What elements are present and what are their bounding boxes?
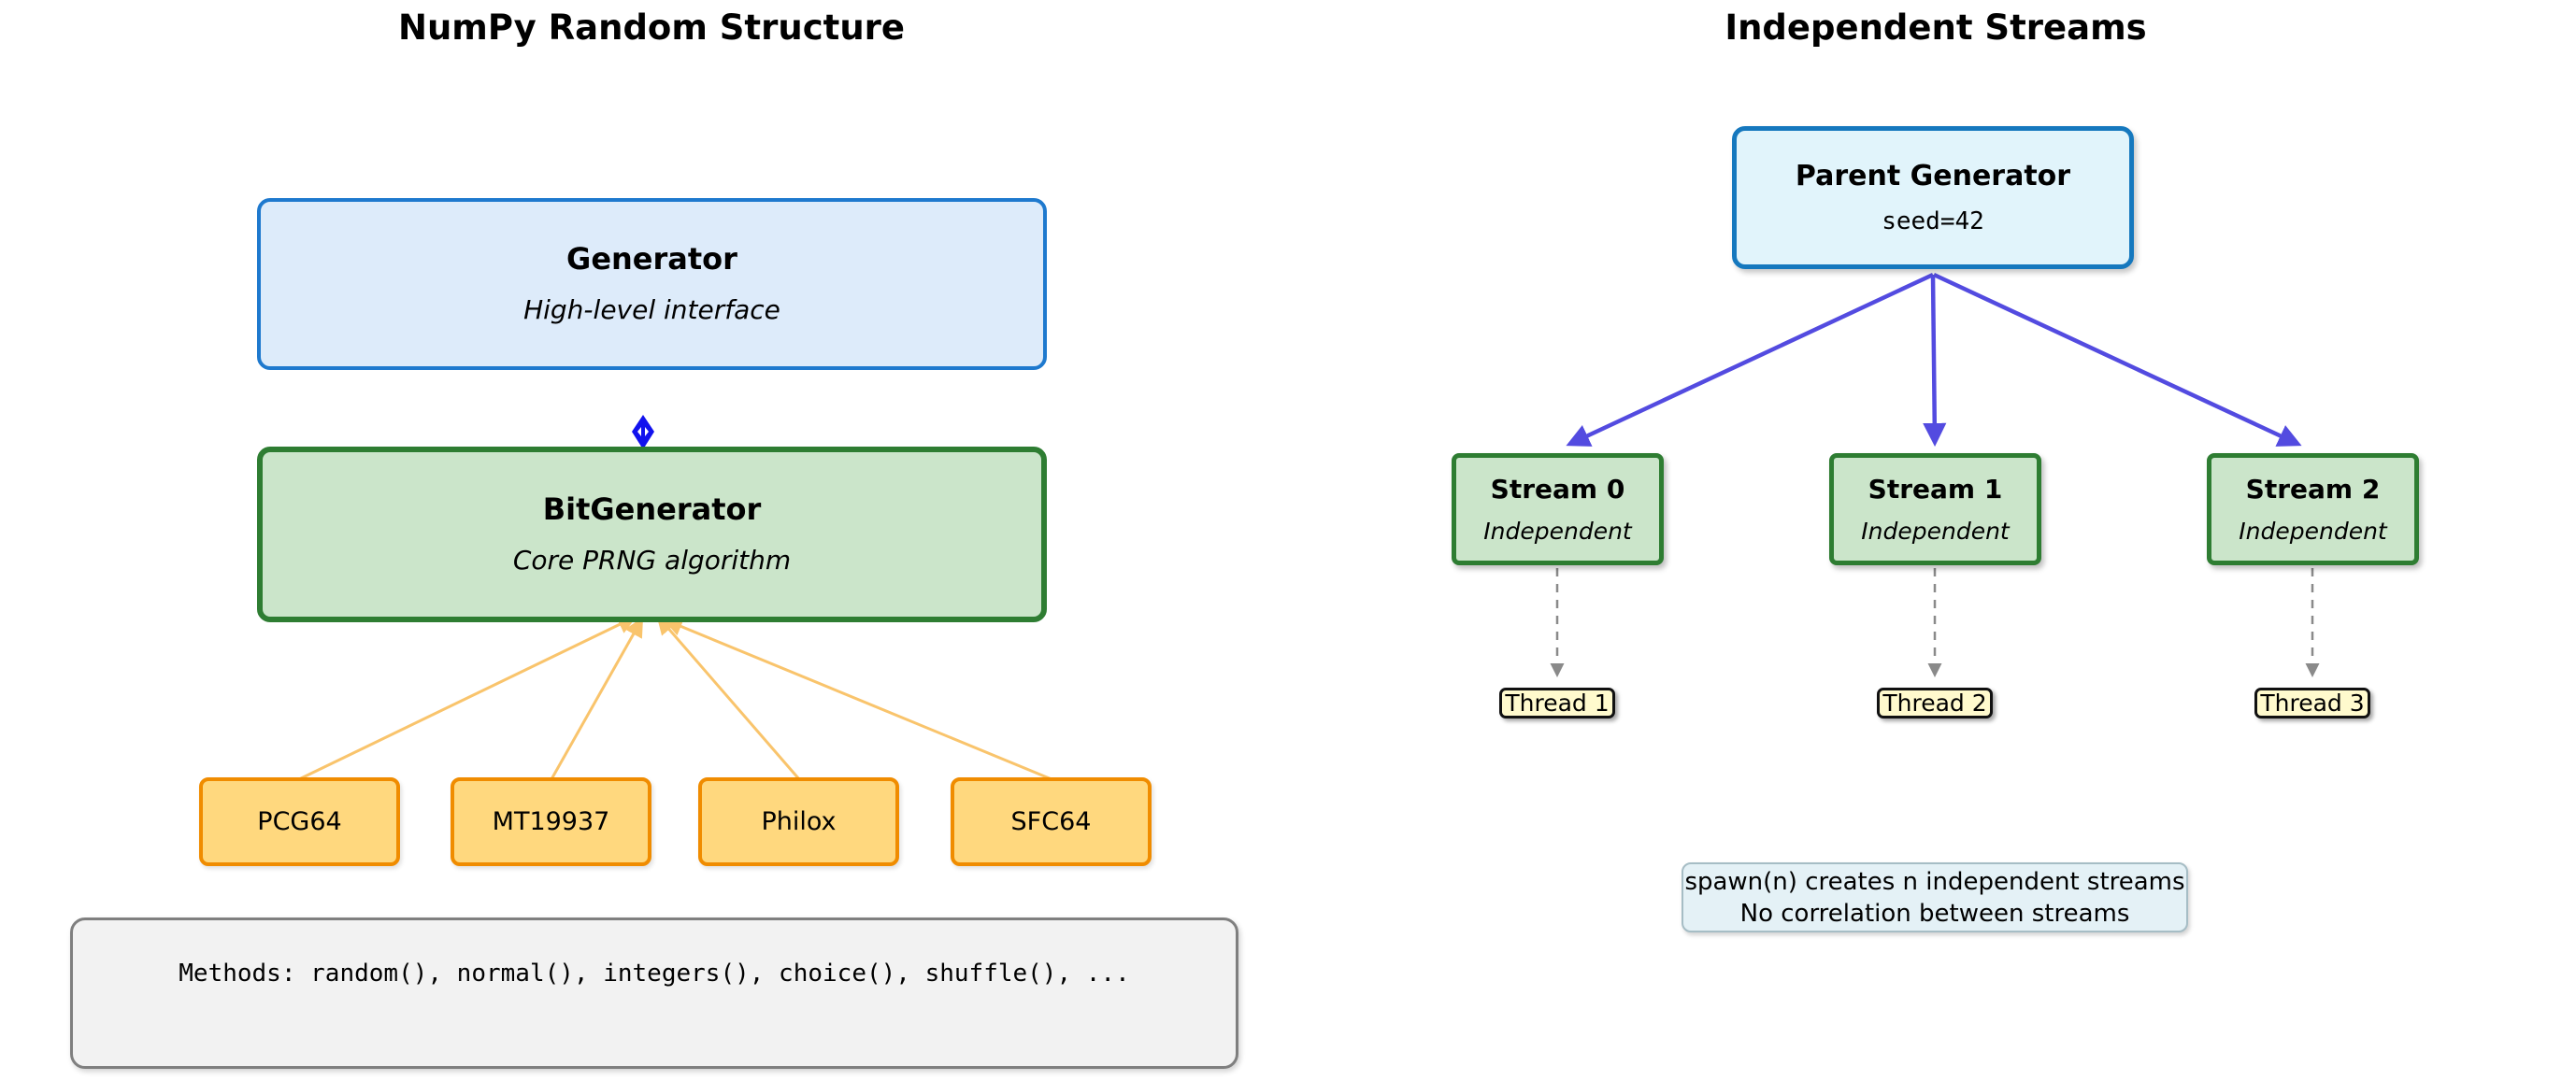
algorithm-label: SFC64 <box>1010 807 1092 836</box>
stream-subtitle: Independent <box>1483 518 1632 545</box>
parent-generator-title: Parent Generator <box>1795 160 2071 192</box>
thread-label-text: Thread 1 <box>1505 690 1610 717</box>
methods-text: Methods: random(), normal(), integers(),… <box>179 960 1130 988</box>
stream-subtitle: Independent <box>1861 518 2010 545</box>
parent-stream-arrows <box>1566 272 2302 448</box>
right-panel-title: Independent Streams <box>1724 7 2147 48</box>
connector-sfc64-icon <box>663 617 1052 781</box>
stream-box-0: Stream 0 Independent <box>1452 453 1664 565</box>
thread-label-text: Thread 3 <box>2260 690 2365 717</box>
bitgenerator-box: BitGenerator Core PRNG algorithm <box>257 447 1047 622</box>
connector-pcg64-icon <box>298 615 637 781</box>
parent-generator-box: Parent Generator seed=42 <box>1732 126 2134 269</box>
thread-label-3: Thread 3 <box>2254 688 2370 718</box>
algorithm-box-sfc64: SFC64 <box>951 777 1152 866</box>
connector-philox-icon <box>656 614 801 780</box>
stream-box-1: Stream 1 Independent <box>1829 453 2041 565</box>
thread-label-text: Thread 2 <box>1882 690 1987 717</box>
stream-thread-arrows <box>1550 568 2320 677</box>
thread-label-1: Thread 1 <box>1499 688 1615 718</box>
arrow-stream-0-icon <box>1566 272 1934 447</box>
stream-title: Stream 0 <box>1490 474 1625 505</box>
algorithm-box-philox: Philox <box>698 777 899 866</box>
stream-subtitle: Independent <box>2239 518 2387 545</box>
spawn-note-line1: spawn(n) creates n independent streams <box>1684 867 2185 896</box>
generator-box: Generator High-level interface <box>257 198 1047 370</box>
thread-label-2: Thread 2 <box>1877 688 1993 718</box>
algorithm-label: MT19937 <box>492 807 610 836</box>
algorithm-box-pcg64: PCG64 <box>199 777 400 866</box>
stream-title: Stream 2 <box>2245 474 2381 505</box>
algorithm-label: PCG64 <box>257 807 342 836</box>
arrow-stream-2-icon <box>1933 272 2302 447</box>
algorithm-label: Philox <box>761 807 837 836</box>
bitgenerator-algorithm-connectors <box>298 614 1052 781</box>
generator-bitgenerator-diamond-connector-icon <box>632 415 654 449</box>
arrow-stream-1-icon <box>1923 274 1947 448</box>
methods-box: Methods: random(), normal(), integers(),… <box>70 917 1238 1069</box>
spawn-note-box: spawn(n) creates n independent streams N… <box>1682 862 2188 932</box>
generator-box-title: Generator <box>566 241 737 277</box>
bitgenerator-box-subtitle: Core PRNG algorithm <box>512 545 792 576</box>
stream-title: Stream 1 <box>1868 474 2003 505</box>
generator-box-subtitle: High-level interface <box>523 294 780 326</box>
bitgenerator-box-title: BitGenerator <box>542 491 762 527</box>
spawn-note-line2: No correlation between streams <box>1739 899 2130 928</box>
parent-generator-seed: seed=42 <box>1882 207 1984 235</box>
left-panel-title: NumPy Random Structure <box>397 7 906 48</box>
algorithm-box-mt19937: MT19937 <box>451 777 651 866</box>
stream-box-2: Stream 2 Independent <box>2207 453 2419 565</box>
connector-mt19937-icon <box>550 617 644 780</box>
